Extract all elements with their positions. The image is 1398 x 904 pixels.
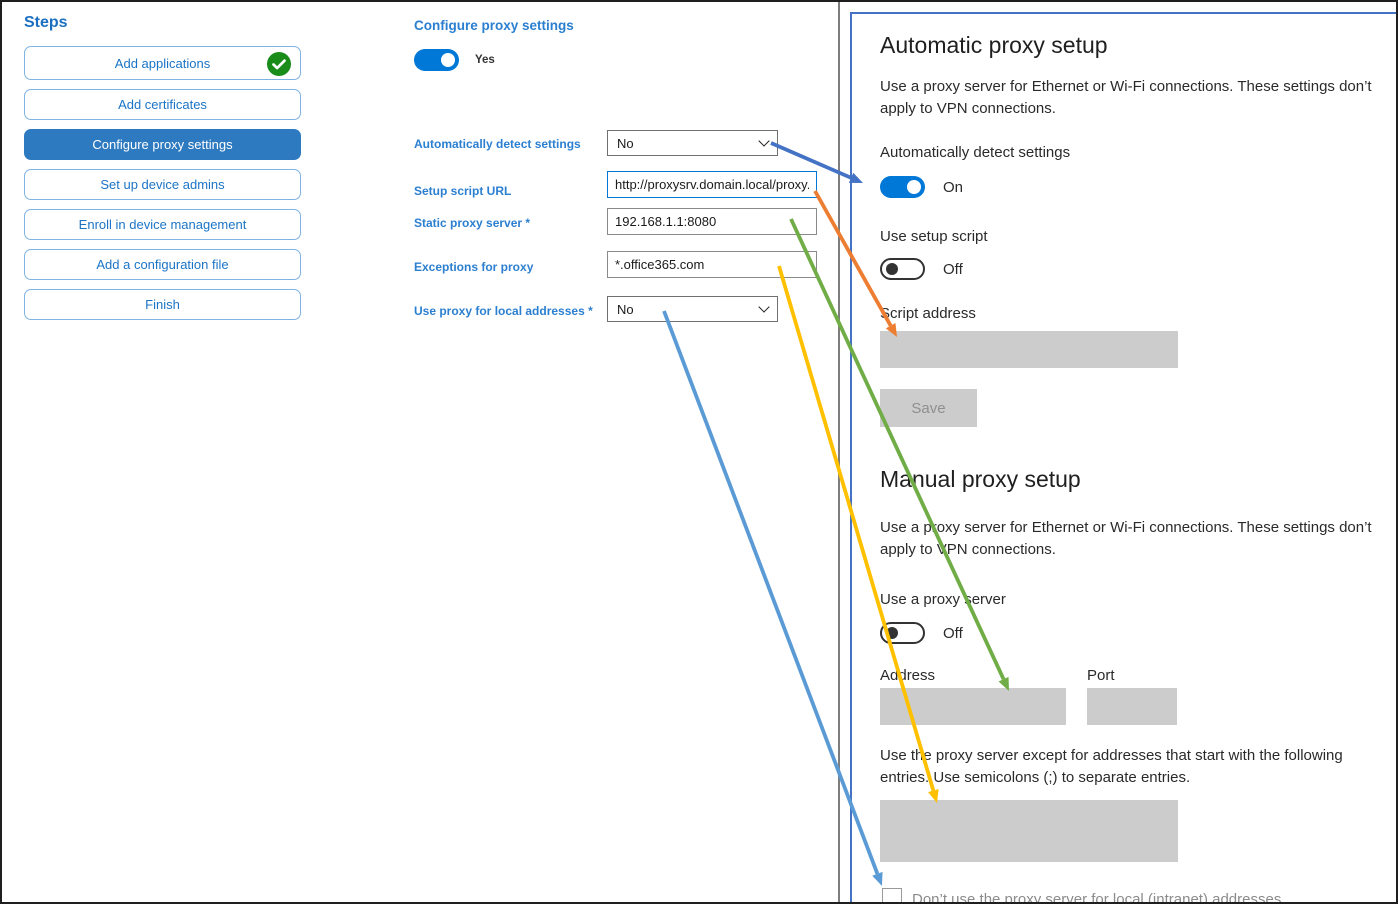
- label-static-proxy-server: Static proxy server *: [414, 216, 531, 230]
- input-static-proxy-server[interactable]: [607, 208, 817, 235]
- form-title: Configure proxy settings: [414, 18, 574, 33]
- use-setup-script-toggle-row: Off: [880, 258, 963, 280]
- auto-detect-toggle[interactable]: [880, 176, 925, 198]
- script-address-label: Script address: [880, 305, 976, 322]
- configure-proxy-toggle-row: Yes: [414, 49, 495, 71]
- port-label: Port: [1087, 667, 1115, 684]
- select-use-proxy-for-local-addresses[interactable]: No: [607, 296, 778, 322]
- step-label: Add applications: [114, 55, 211, 71]
- step-label: Set up device admins: [100, 177, 225, 192]
- manual-proxy-setup-heading: Manual proxy setup: [880, 466, 1081, 492]
- toggle-knob: [441, 53, 455, 67]
- use-setup-script-toggle[interactable]: [880, 258, 925, 280]
- auto-detect-label: Automatically detect settings: [880, 144, 1071, 161]
- chevron-down-icon: [758, 135, 770, 147]
- manual-proxy-description: Use a proxy server for Ethernet or Wi-Fi…: [880, 519, 1372, 558]
- toggle-state-label: Yes: [475, 54, 495, 66]
- input-setup-script-url[interactable]: [607, 171, 817, 198]
- toggle-knob: [907, 180, 921, 194]
- step-list: Add applications Add certificates Config…: [24, 46, 301, 320]
- address-input[interactable]: [880, 688, 1066, 725]
- step-label: Enroll in device management: [78, 217, 247, 232]
- select-value: No: [617, 301, 634, 317]
- select-automatically-detect-settings[interactable]: No: [607, 130, 778, 156]
- configure-proxy-toggle[interactable]: [414, 49, 459, 71]
- label-use-proxy-for-local-addresses: Use proxy for local addresses *: [414, 304, 593, 318]
- automatic-proxy-description: Use a proxy server for Ethernet or Wi-Fi…: [880, 78, 1372, 117]
- use-a-proxy-server-toggle[interactable]: [880, 622, 925, 644]
- local-addresses-checkbox-label: Don’t use the proxy server for local (in…: [912, 891, 1282, 904]
- toggle-knob: [886, 627, 898, 639]
- step-add-certificates[interactable]: Add certificates: [24, 89, 301, 120]
- step-label: Add certificates: [118, 97, 207, 112]
- step-configure-proxy-settings[interactable]: Configure proxy settings: [24, 129, 301, 160]
- use-a-proxy-server-state: Off: [943, 624, 963, 642]
- step-set-up-device-admins[interactable]: Set up device admins: [24, 169, 301, 200]
- toggle-knob: [886, 263, 898, 275]
- use-setup-script-label: Use setup script: [880, 228, 988, 245]
- label-setup-script-url: Setup script URL: [414, 184, 512, 198]
- steps-title: Steps: [24, 14, 68, 31]
- auto-detect-state: On: [943, 178, 964, 196]
- use-a-proxy-server-toggle-row: Off: [880, 622, 963, 644]
- auto-detect-toggle-row: On: [880, 176, 963, 198]
- proxy-exceptions-textarea[interactable]: [880, 800, 1178, 862]
- use-setup-script-state: Off: [943, 260, 963, 278]
- label-automatically-detect-settings: Automatically detect settings: [414, 137, 581, 151]
- address-label: Address: [880, 667, 936, 684]
- use-a-proxy-server-label: Use a proxy server: [880, 591, 1006, 608]
- port-input[interactable]: [1087, 688, 1177, 725]
- save-button[interactable]: Save: [880, 389, 977, 427]
- label-exceptions-for-proxy: Exceptions for proxy: [414, 260, 534, 274]
- input-exceptions-for-proxy[interactable]: [607, 251, 817, 278]
- completed-check-icon: [266, 51, 292, 77]
- script-address-input[interactable]: [880, 331, 1178, 368]
- panel-divider: [838, 2, 840, 902]
- automatic-proxy-setup-heading: Automatic proxy setup: [880, 32, 1108, 58]
- windows-proxy-settings-panel: Automatic proxy setup Use a proxy server…: [850, 12, 1396, 904]
- step-label: Finish: [145, 297, 180, 312]
- proxy-exceptions-note: Use the proxy server except for addresse…: [880, 747, 1343, 786]
- step-add-applications[interactable]: Add applications: [24, 46, 301, 80]
- configure-proxy-form: Configure proxy settings Yes Automatical…: [414, 2, 834, 902]
- step-finish[interactable]: Finish: [24, 289, 301, 320]
- select-value: No: [617, 135, 634, 151]
- step-label: Add a configuration file: [96, 257, 229, 272]
- step-label: Configure proxy settings: [92, 137, 233, 152]
- step-enroll-in-device-management[interactable]: Enroll in device management: [24, 209, 301, 240]
- local-addresses-checkbox[interactable]: [882, 888, 902, 902]
- chevron-down-icon: [758, 301, 770, 313]
- step-add-a-configuration-file[interactable]: Add a configuration file: [24, 249, 301, 280]
